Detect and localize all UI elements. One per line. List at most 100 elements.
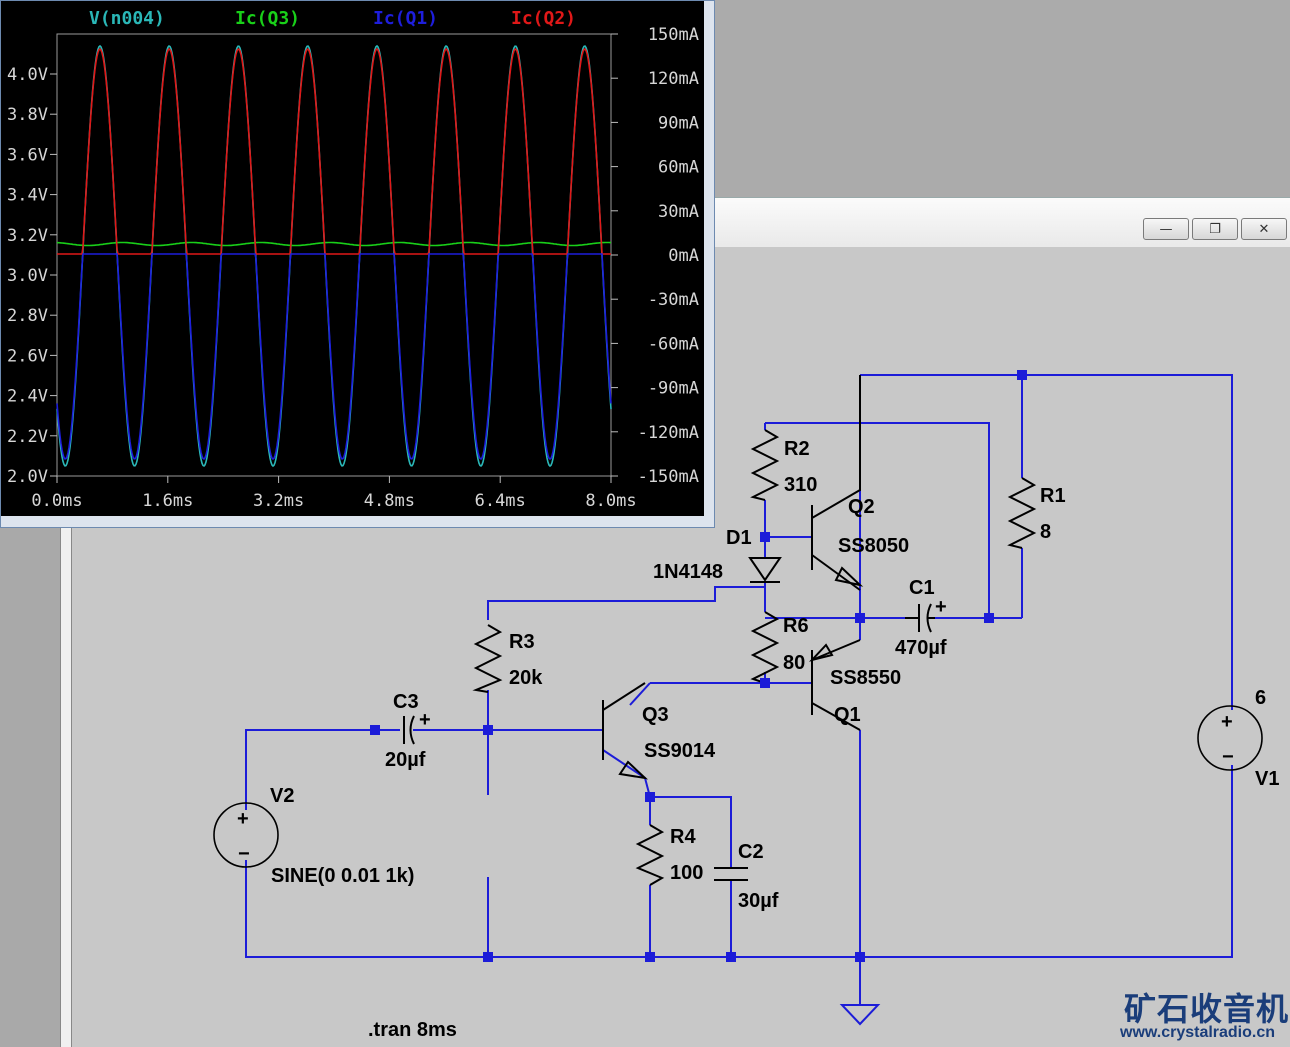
q1-name: Q1 — [834, 704, 861, 726]
v2-spec: SINE(0 0.01 1k) — [271, 865, 414, 887]
c1-name: C1 — [909, 577, 935, 599]
v1-plus: + — [1221, 711, 1233, 733]
left-tick-label: 3.8V — [7, 105, 48, 125]
x-axis: 0.0ms 1.6ms 3.2ms 4.8ms 6.4ms 8.0ms — [31, 476, 637, 511]
watermark-url: www.crystalradio.cn — [1120, 1024, 1276, 1041]
q1-model: SS8550 — [830, 667, 901, 689]
r4-value: 100 — [670, 862, 703, 884]
right-tick-label: 90mA — [658, 113, 699, 133]
x-tick-label: 6.4ms — [475, 491, 526, 511]
v1-name: V1 — [1255, 768, 1279, 790]
r4-name: R4 — [670, 826, 696, 848]
waveform-plot: V(n004) Ic(Q3) Ic(Q1) Ic(Q2) 4.0V 3.8V 3.6… — [7, 8, 699, 511]
left-axis: 4.0V 3.8V 3.6V 3.4V 3.2V 3.0V 2.8V 2.6V 2.4V 2.2V… — [7, 65, 57, 487]
waveform-panel: V(n004) Ic(Q3) Ic(Q1) Ic(Q2) 4.0V 3.8V 3.6… — [1, 1, 704, 516]
right-tick-label: 120mA — [648, 69, 699, 89]
c1-value: 470µf — [895, 637, 947, 659]
waveforms — [56, 44, 612, 468]
right-axis: 150mA 120mA 90mA 60mA 30mA 0mA -30mA -60mA -90mA… — [611, 25, 699, 487]
v1-value: 6 — [1255, 687, 1266, 709]
trace-label-icq1[interactable]: Ic(Q1) — [373, 8, 438, 29]
resistor-r6 — [750, 611, 780, 684]
x-tick-label: 1.6ms — [142, 491, 193, 511]
restore-button[interactable]: ❐ — [1192, 218, 1238, 240]
r3-value: 20k — [509, 667, 543, 689]
c3-name: C3 — [393, 691, 419, 713]
x-tick-label: 8.0ms — [585, 491, 636, 511]
right-tick-label: 0mA — [668, 246, 699, 266]
q3-model: SS9014 — [644, 740, 716, 762]
r6-name: R6 — [783, 615, 809, 637]
c3-value: 20µf — [385, 749, 426, 771]
wires — [245, 374, 1233, 1005]
r1-value: 8 — [1040, 521, 1051, 543]
component-labels: R2 310 Q2 SS8050 R1 8 D1 1N4148 C1 + 470… — [237, 438, 1279, 1041]
close-button[interactable]: ✕ — [1241, 218, 1287, 240]
x-tick-label: 4.8ms — [364, 491, 415, 511]
resistor-r4 — [635, 824, 665, 886]
right-tick-label: -60mA — [648, 334, 699, 354]
c2-value: 30µf — [738, 890, 779, 912]
left-tick-label: 2.6V — [7, 346, 48, 366]
left-tick-label: 3.2V — [7, 226, 48, 246]
resistors — [472, 429, 1037, 886]
left-tick-label: 2.4V — [7, 387, 48, 407]
trace-label-icq3[interactable]: Ic(Q3) — [235, 8, 300, 29]
trace-icq1 — [56, 253, 612, 461]
source-v1 — [1197, 705, 1263, 771]
c2-name: C2 — [738, 841, 764, 863]
right-tick-label: 60mA — [658, 158, 699, 178]
v2-name: V2 — [270, 785, 294, 807]
left-tick-label: 2.2V — [7, 427, 48, 447]
trace-label-icq2[interactable]: Ic(Q2) — [511, 8, 576, 29]
right-tick-label: -90mA — [648, 379, 699, 399]
q2-model: SS8050 — [838, 535, 909, 557]
left-tick-label: 2.0V — [7, 467, 48, 487]
right-tick-label: -150mA — [638, 467, 699, 487]
left-tick-label: 3.0V — [7, 266, 48, 286]
resistor-r2 — [750, 429, 780, 501]
left-scroll-border — [60, 527, 72, 1047]
q2-name: Q2 — [848, 496, 875, 518]
trace-labels: V(n004) Ic(Q3) Ic(Q1) Ic(Q2) — [89, 8, 576, 29]
v1-minus: − — [1222, 746, 1234, 768]
trace-icq3 — [56, 241, 611, 247]
left-tick-label: 3.4V — [7, 186, 48, 206]
resistor-r3 — [472, 624, 503, 693]
minimize-button[interactable]: — — [1143, 218, 1189, 240]
v2-plus: + — [237, 808, 249, 830]
right-tick-label: 30mA — [658, 202, 699, 222]
transistors — [602, 375, 864, 780]
capacitors — [403, 603, 935, 881]
right-tick-label: -30mA — [648, 290, 699, 310]
c3-plus: + — [419, 709, 431, 731]
left-tick-label: 4.0V — [7, 65, 48, 85]
watermark: 矿石收音机 www.crystalradio.cn — [1120, 984, 1290, 1047]
r2-name: R2 — [784, 438, 810, 460]
right-tick-label: -120mA — [638, 423, 699, 443]
ground-symbol — [839, 1004, 881, 1026]
junction-dots — [370, 370, 1027, 962]
trace-icq2 — [57, 47, 611, 255]
background-strip — [715, 0, 1290, 197]
x-tick-label: 0.0ms — [31, 491, 82, 511]
x-tick-label: 3.2ms — [253, 491, 304, 511]
tran-directive: .tran 8ms — [368, 1019, 457, 1041]
resistor-r1 — [1007, 477, 1037, 549]
watermark-chinese: 矿石收音机 — [1124, 990, 1290, 1028]
r6-value: 80 — [783, 652, 805, 674]
r2-value: 310 — [784, 474, 817, 496]
r3-name: R3 — [509, 631, 535, 653]
v2-minus: − — [238, 843, 250, 865]
d1-model: 1N4148 — [653, 561, 723, 583]
left-tick-label: 3.6V — [7, 145, 48, 165]
diode-d1 — [748, 557, 782, 583]
left-tick-label: 2.8V — [7, 306, 48, 326]
r1-name: R1 — [1040, 485, 1066, 507]
c1-plus: + — [935, 596, 947, 618]
waveform-window: V(n004) Ic(Q3) Ic(Q1) Ic(Q2) 4.0V 3.8V 3.6… — [0, 0, 715, 528]
voltage-sources — [213, 705, 1263, 868]
trace-label-vn004[interactable]: V(n004) — [89, 8, 165, 29]
right-tick-label: 150mA — [648, 25, 699, 45]
